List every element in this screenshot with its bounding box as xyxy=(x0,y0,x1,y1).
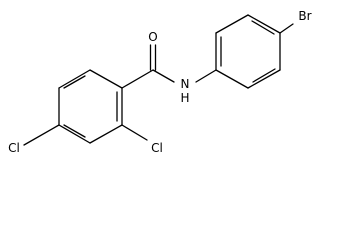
bond xyxy=(23,124,60,146)
chemical-structure: O N H Br Cl Cl xyxy=(8,9,312,155)
bond xyxy=(89,69,123,89)
chlorine-ortho-label: Cl xyxy=(151,141,163,155)
bond xyxy=(58,69,91,89)
double-bond-inner xyxy=(252,68,276,83)
hydrogen-label: H xyxy=(180,91,189,105)
double-bond-inner xyxy=(63,75,86,89)
bromine-label: Br xyxy=(298,9,311,23)
amide-group xyxy=(121,44,217,89)
bond xyxy=(195,69,217,83)
oxygen-label: O xyxy=(148,30,157,44)
bond xyxy=(215,69,249,89)
dichlorophenyl-ring xyxy=(58,69,123,144)
bond xyxy=(279,23,294,34)
bond xyxy=(121,124,148,141)
bond xyxy=(89,124,123,144)
chlorine-substituents xyxy=(23,124,148,146)
double-bond-inner xyxy=(63,124,86,138)
bromophenyl-ring xyxy=(215,14,294,89)
bond xyxy=(58,124,91,144)
bond xyxy=(247,69,281,89)
bond xyxy=(152,69,175,83)
bond xyxy=(215,14,249,34)
chlorine-para-label: Cl xyxy=(8,141,20,155)
double-bond-inner xyxy=(251,20,275,35)
nitrogen-label: N xyxy=(181,77,190,91)
bond xyxy=(121,69,154,89)
bond xyxy=(247,14,281,34)
